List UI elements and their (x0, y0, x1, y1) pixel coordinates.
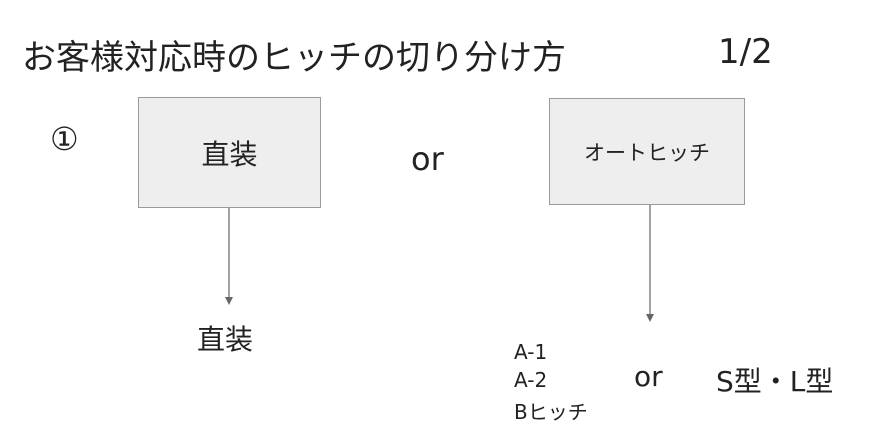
arrowhead-auto-hitch (646, 314, 654, 322)
direct-mount-box: 直装 (138, 97, 321, 208)
shape-types: S型・L型 (716, 365, 834, 398)
direct-mount-box-label: 直装 (201, 137, 258, 171)
auto-hitch-box: オートヒッチ (549, 98, 745, 205)
auto-hitch-box-label: オートヒッチ (584, 140, 710, 165)
page-number: 1/2 (718, 32, 773, 72)
arrowhead-direct (225, 297, 233, 305)
options-or: or (634, 360, 663, 393)
slide-title: お客様対応時のヒッチの切り分け方 (22, 38, 566, 78)
direct-mount-result: 直装 (197, 323, 254, 356)
option-a1: A-1 (514, 340, 548, 364)
option-a2: A-2 (514, 368, 548, 392)
or-connector: or (411, 140, 444, 178)
option-b-hitch: Bヒッチ (514, 400, 588, 424)
step-marker: ① (50, 120, 79, 158)
